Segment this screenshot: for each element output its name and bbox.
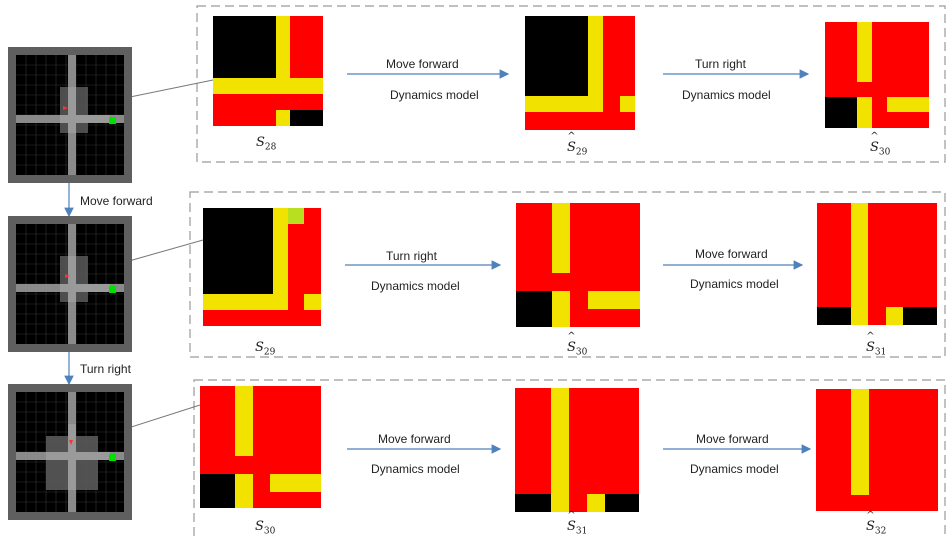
env-snapshot-2 bbox=[8, 216, 132, 352]
row1-action-2: Turn right bbox=[695, 57, 746, 71]
row1-observation-input bbox=[213, 16, 323, 126]
row2-prediction-2-label: S31 bbox=[866, 340, 886, 358]
row3-model-2: Dynamics model bbox=[690, 462, 779, 476]
row2-action-2: Move forward bbox=[695, 247, 768, 261]
row2-prediction-1 bbox=[516, 203, 640, 327]
row1-prediction-1 bbox=[525, 16, 635, 130]
row1-model-1: Dynamics model bbox=[390, 88, 479, 102]
row2-prediction-2 bbox=[817, 203, 937, 325]
row3-prediction-1 bbox=[515, 388, 639, 512]
row1-prediction-2 bbox=[825, 22, 929, 128]
row2-input-label: S29 bbox=[255, 340, 275, 358]
side-label-turn-right: Turn right bbox=[80, 362, 131, 376]
row1-model-2: Dynamics model bbox=[682, 88, 771, 102]
row3-model-1: Dynamics model bbox=[371, 462, 460, 476]
row3-action-2: Move forward bbox=[696, 432, 769, 446]
row1-prediction-2-label: S30 bbox=[870, 140, 890, 158]
row2-model-2: Dynamics model bbox=[690, 277, 779, 291]
row2-action-1: Turn right bbox=[386, 249, 437, 263]
row3-prediction-2-label: S32 bbox=[866, 519, 886, 537]
row3-prediction-1-label: S31 bbox=[567, 519, 587, 537]
row1-prediction-1-label: S29 bbox=[567, 140, 587, 158]
row3-observation-input bbox=[200, 386, 321, 508]
side-label-move-forward: Move forward bbox=[80, 194, 153, 208]
row3-prediction-2 bbox=[816, 389, 938, 511]
env-snapshot-1 bbox=[8, 47, 132, 183]
row2-model-1: Dynamics model bbox=[371, 279, 460, 293]
row3-action-1: Move forward bbox=[378, 432, 451, 446]
env-snapshot-3 bbox=[8, 384, 132, 520]
row2-prediction-1-label: S30 bbox=[567, 340, 587, 358]
row1-input-label: S28 bbox=[256, 135, 276, 153]
row2-observation-input bbox=[203, 208, 321, 326]
row1-action-1: Move forward bbox=[386, 57, 459, 71]
row3-input-label: S30 bbox=[255, 519, 275, 537]
